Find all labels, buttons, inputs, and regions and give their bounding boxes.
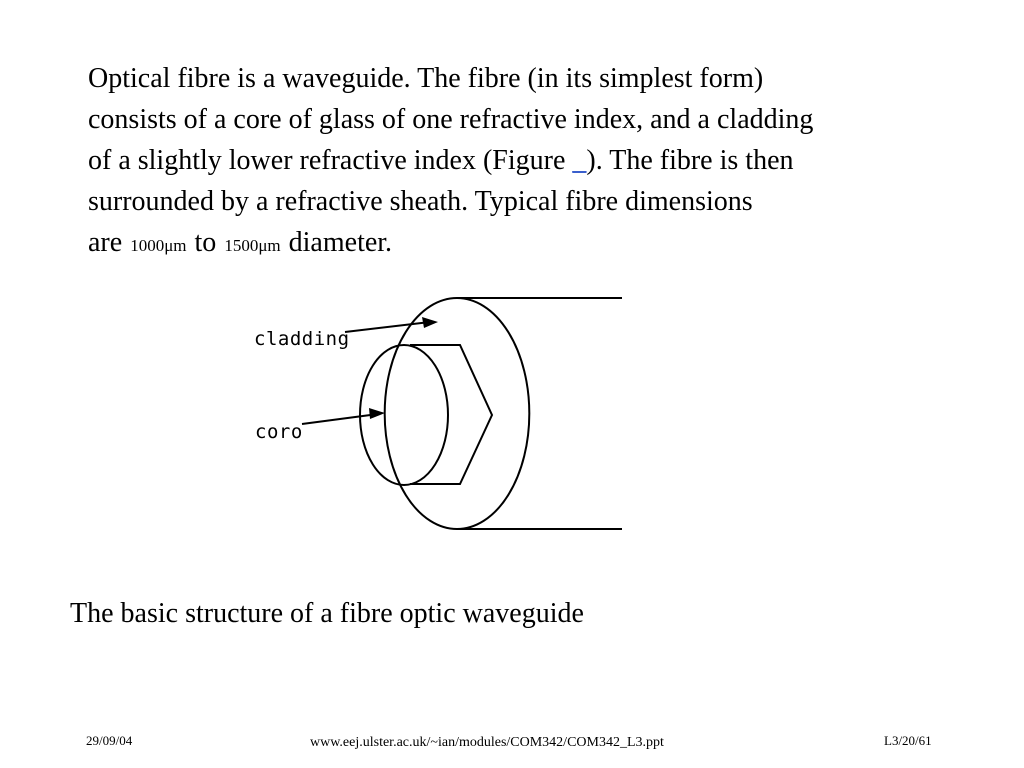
word-are: are: [88, 227, 123, 258]
cladding-arrow-head: [422, 317, 438, 328]
core-leader-line: [301, 413, 379, 425]
paragraph-line-3-start: of a slightly lower refractive index (Fi…: [88, 145, 573, 176]
figure-reference-link[interactable]: _: [572, 145, 587, 176]
footer-url: www.eej.ulster.ac.uk/~ian/modules/COM342…: [310, 735, 664, 750]
word-to: to: [194, 227, 217, 258]
footer-page-number: L3/20/61: [884, 733, 932, 748]
paragraph-line-3-end: ). The fibre is then: [586, 145, 794, 176]
core-end-ellipse: [359, 344, 449, 486]
paragraph-line-3: of a slightly lower refractive index (Fi…: [88, 140, 988, 181]
paragraph-line-2: consists of a core of glass of one refra…: [88, 104, 814, 135]
label-cladding: cladding: [254, 328, 350, 350]
word-diameter: diameter.: [288, 227, 393, 258]
cladding-leader-line: [344, 321, 431, 333]
core-arrow-head: [369, 408, 385, 419]
sheath-back-arc: [383, 297, 458, 530]
paragraph-line-5: are 1000μm to 1500μm diameter.: [88, 222, 988, 266]
dimension-max-value: 1500μm: [224, 236, 281, 255]
body-paragraph: Optical fibre is a waveguide. The fibre …: [88, 58, 988, 266]
cladding-outline: [410, 344, 494, 485]
figure-caption: The basic structure of a fibre optic wav…: [70, 598, 584, 629]
dimension-min-value: 1000μm: [130, 236, 187, 255]
paragraph-line-1: Optical fibre is a waveguide. The fibre …: [88, 63, 764, 94]
sheath-front-arc: [456, 297, 531, 530]
footer-date: 29/09/04: [86, 733, 133, 748]
label-core: coro: [255, 421, 303, 443]
paragraph-line-4: surrounded by a refractive sheath. Typic…: [88, 186, 753, 217]
